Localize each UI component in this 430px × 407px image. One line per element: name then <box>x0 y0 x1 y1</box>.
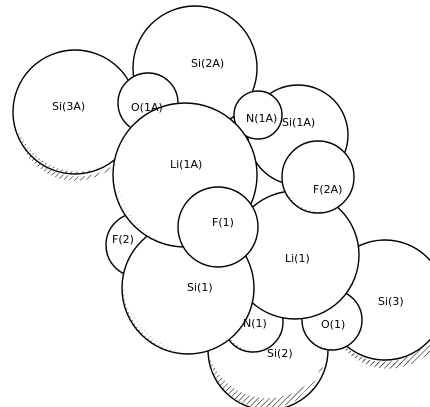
label-si1a: Si(1A) <box>282 116 315 129</box>
label-li1: Li(1) <box>285 252 310 265</box>
label-f2a: F(2A) <box>313 183 342 196</box>
label-si2a: Si(2A) <box>191 57 224 70</box>
label-si2: Si(2) <box>267 347 293 360</box>
atom-n1a <box>233 90 283 140</box>
atom-f2a <box>281 140 355 214</box>
atom-f1 <box>177 186 259 268</box>
label-n1: N(1) <box>243 317 267 330</box>
label-f1: F(1) <box>212 216 234 229</box>
label-o1: O(1) <box>321 318 345 331</box>
label-si1: Si(1) <box>187 281 213 294</box>
label-o1a: O(1A) <box>131 101 163 114</box>
label-li1a: Li(1A) <box>170 158 202 171</box>
label-n1a: N(1A) <box>246 112 277 125</box>
label-si3a: Si(3A) <box>52 100 85 113</box>
label-si3: Si(3) <box>378 295 404 308</box>
label-f2: F(2) <box>112 233 134 246</box>
